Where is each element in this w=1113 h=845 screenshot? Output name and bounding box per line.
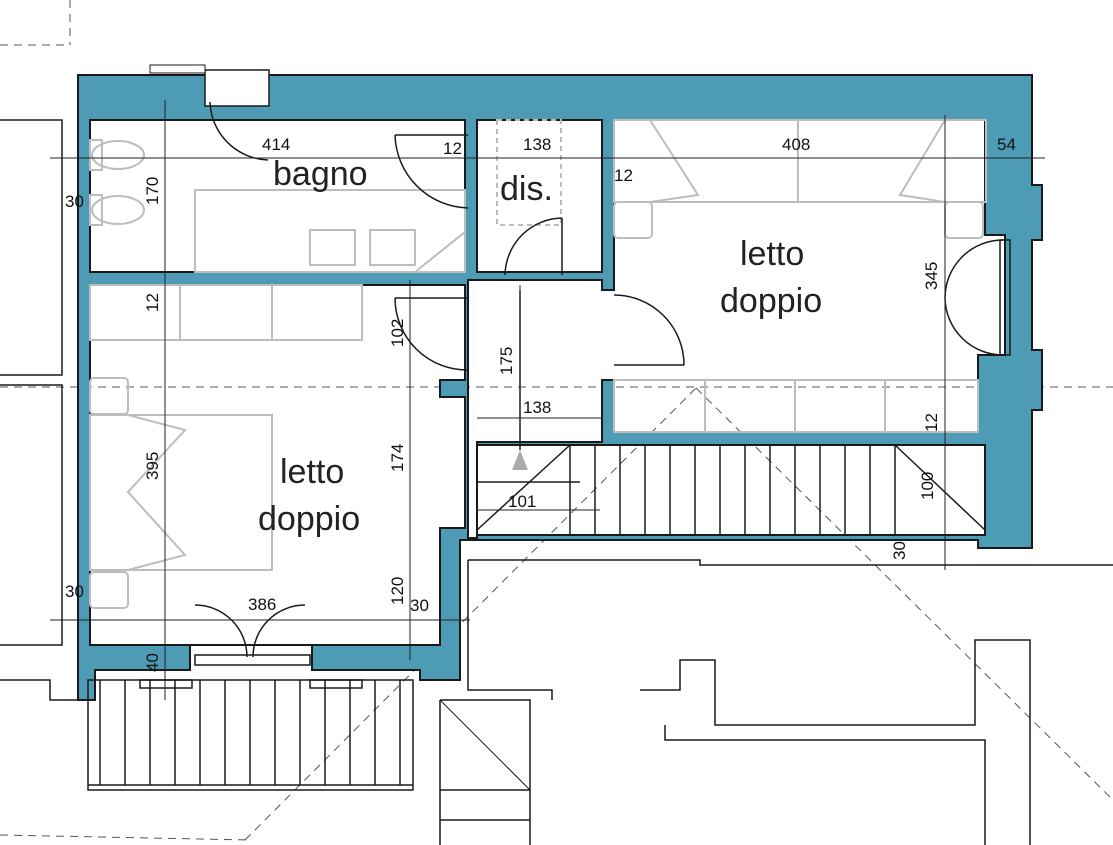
walls [77,64,1043,701]
room-label-dis: dis. [500,170,553,208]
dim-100: 100 [918,472,937,500]
dim-30-left: 30 [65,192,84,211]
dim-138-top: 138 [523,135,551,154]
room-label-letto-right-2: doppio [720,282,822,320]
room-label-letto-left-1: letto [280,453,344,491]
room-label-letto-right-1: letto [740,235,804,273]
bathroom-fixtures [89,139,466,273]
dim-175: 175 [497,347,516,375]
dim-54: 54 [997,135,1016,154]
dim-138-mid: 138 [523,398,551,417]
dim-386: 386 [248,595,276,614]
dim-395: 395 [143,452,162,480]
dim-12-left: 12 [143,293,162,312]
dimension-lines [50,100,1045,700]
furniture [89,119,987,609]
stairs [476,290,986,536]
dim-30-right: 30 [890,541,909,560]
dim-345: 345 [922,262,941,290]
dim-170: 170 [143,177,162,205]
dim-174: 174 [388,444,407,472]
dim-102: 102 [388,319,407,347]
dim-30-left-low: 30 [65,582,84,601]
neighbour-outlines [0,119,1113,845]
dim-101: 101 [508,492,536,511]
room-label-letto-left-2: doppio [258,500,360,538]
dim-414: 414 [262,135,290,154]
dim-40: 40 [143,653,162,672]
dim-408: 408 [782,135,810,154]
dim-30-mid: 30 [410,596,429,615]
balcony [87,679,414,791]
dim-120: 120 [388,577,407,605]
dim-12-bagno: 12 [443,139,462,158]
dim-12-right: 12 [614,166,633,185]
dim-12-lower-right: 12 [922,413,941,432]
room-label-bagno: bagno [273,155,368,193]
